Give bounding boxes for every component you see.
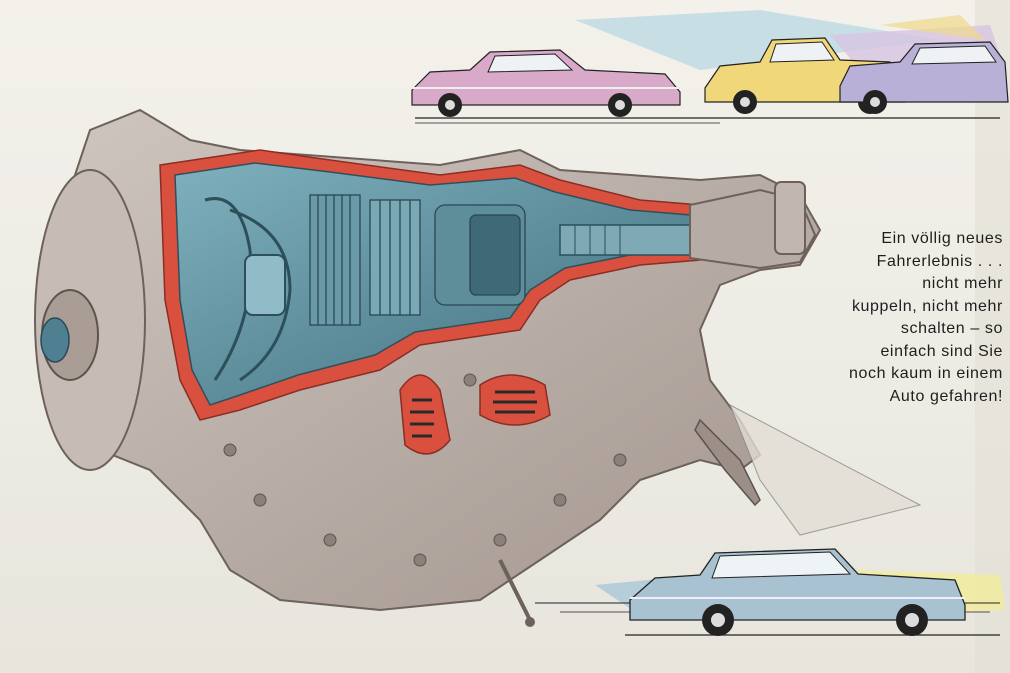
output-shaft (559, 224, 691, 256)
caption-line: Ein völlig neues (881, 230, 1003, 247)
transmission-cutaway (34, 108, 822, 627)
car-lilac (839, 41, 1009, 114)
caption-line: einfach sind Sie (880, 342, 1003, 360)
caption-text: Ein völlig neues Fahrerlebnis . . . nich… (818, 228, 1003, 408)
caption-line: schalten – so (900, 320, 1003, 337)
car-pink (411, 49, 681, 117)
valve-springs (399, 374, 551, 455)
pastel-shape-yellow (880, 15, 985, 40)
caption-line: kuppeln, nicht mehr (851, 297, 1003, 315)
bottom-car-illustration (535, 403, 1005, 636)
caption-line: Fahrerlebnis . . . (876, 252, 1003, 270)
page-edge-shadow (975, 0, 1010, 673)
caption-line: noch kaum in einem (849, 365, 1003, 382)
caption-line: Auto gefahren! (889, 387, 1003, 405)
caption-line: nicht mehr (922, 275, 1003, 292)
sky-shape (575, 10, 940, 70)
top-cars-illustration (411, 10, 1009, 124)
